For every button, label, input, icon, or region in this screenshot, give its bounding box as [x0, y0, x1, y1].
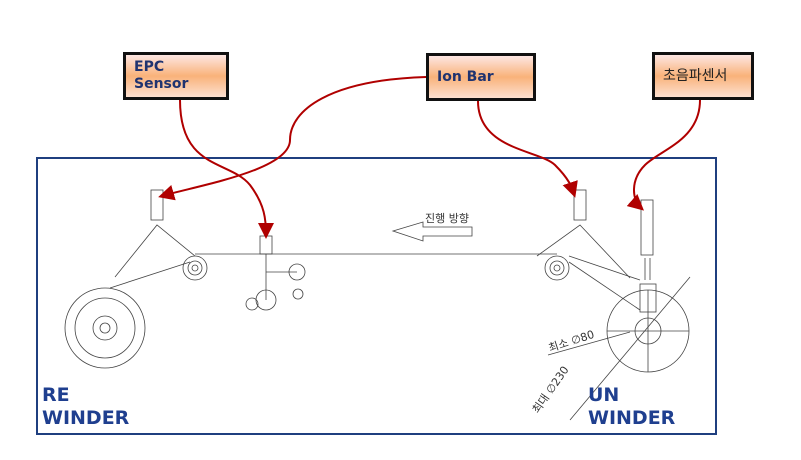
rewinder-line2: WINDER	[42, 407, 130, 429]
ion-arrow-right	[477, 100, 578, 198]
frame	[36, 157, 717, 435]
rewind-reel	[64, 287, 146, 369]
ultrasonic-sensor	[640, 199, 654, 280]
rewinder-line1: RE	[42, 384, 70, 406]
right-roller	[544, 255, 570, 281]
epc-arrow	[179, 99, 274, 239]
ion-bar-right	[573, 189, 587, 221]
ultra-arrow	[626, 99, 701, 211]
direction-arrow	[391, 221, 473, 242]
direction-label: 진행 방향	[425, 212, 469, 225]
unwind-reel	[547, 255, 691, 421]
ultrasonic-sensor-label: 초음파센서	[652, 52, 754, 100]
left-roller	[182, 255, 208, 281]
ion-arrow-left	[158, 76, 427, 201]
ion-bar-label: Ion Bar	[426, 53, 536, 101]
min-diameter-label: 최소 ∅80	[547, 328, 596, 355]
ion-bar-left	[150, 189, 164, 221]
epc-sensor-label: EPC Sensor	[123, 52, 229, 100]
unwinder-line2: WINDER	[588, 407, 676, 429]
epc-sensor-device	[245, 235, 306, 311]
max-diameter-label: 최대 ∅230	[530, 364, 572, 416]
unwinder-line1: UN	[588, 384, 620, 406]
